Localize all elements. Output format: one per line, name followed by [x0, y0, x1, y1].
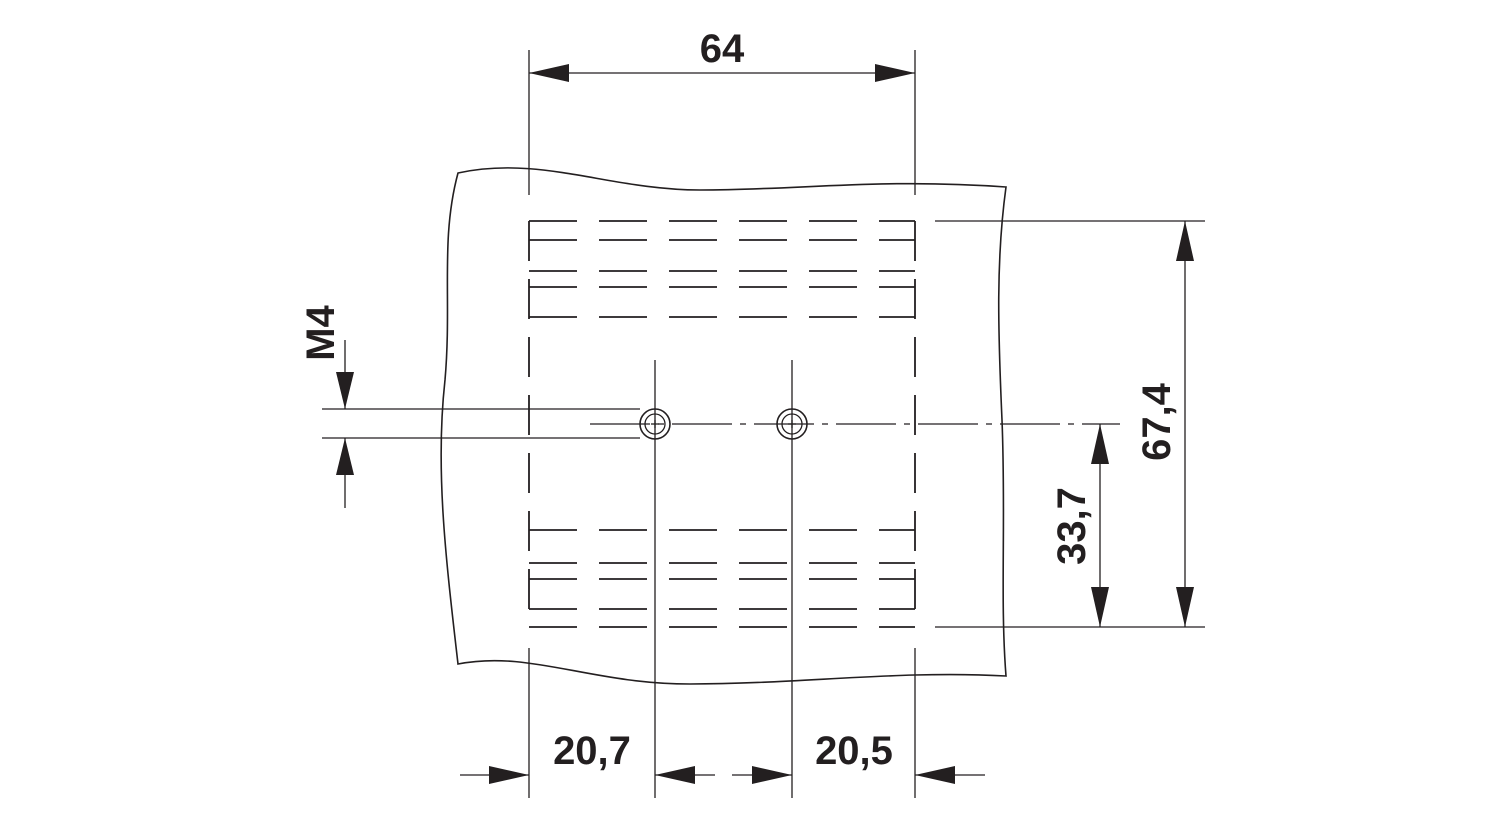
hidden-lines-top [529, 220, 915, 318]
dimension-64-label: 64 [700, 27, 745, 71]
vertical-extension-lines [528, 50, 916, 798]
horizontal-extension-lines [935, 220, 1205, 628]
dimension-m4-label: M4 [299, 304, 343, 360]
hidden-lines-bottom [529, 529, 915, 628]
dimension-33-7: 33,7 [1050, 424, 1109, 627]
dimension-67-4-label: 67,4 [1135, 382, 1179, 461]
dimension-20-5-label: 20,5 [815, 729, 893, 773]
dimension-20-5: 20,5 [732, 729, 985, 784]
dimension-33-7-label: 33,7 [1050, 487, 1094, 565]
panel-outline [440, 167, 1007, 685]
mounting-hole-left [639, 408, 671, 440]
dimension-20-7-label: 20,7 [553, 729, 631, 773]
dimension-64: 64 [529, 27, 915, 82]
dimension-m4: M4 [299, 304, 640, 508]
hidden-lines-sides [528, 221, 916, 627]
mounting-hole-right [776, 408, 808, 440]
dimension-20-7: 20,7 [460, 729, 715, 784]
dimension-67-4: 67,4 [1135, 221, 1194, 627]
